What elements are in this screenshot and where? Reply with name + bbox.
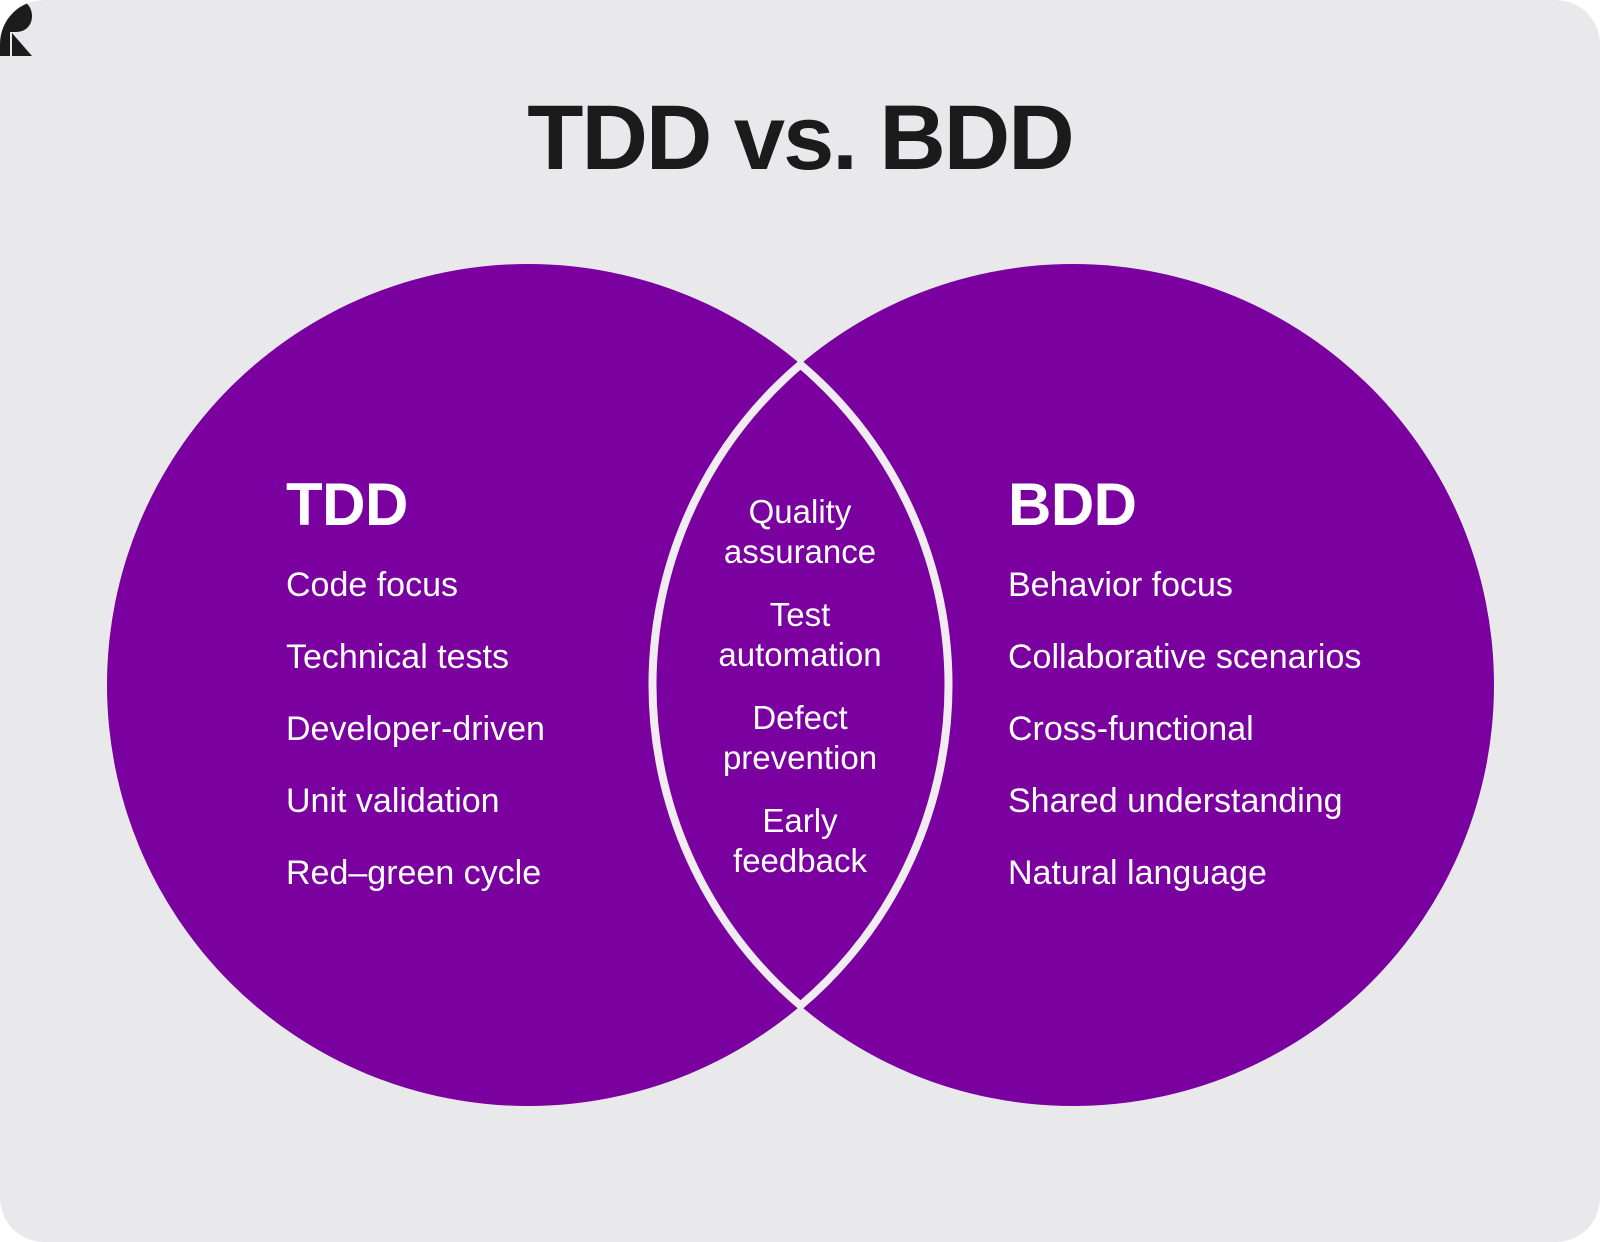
tdd-list: Code focus Technical tests Developer-dri… xyxy=(286,565,545,925)
list-item: Code focus xyxy=(286,566,458,604)
overlap-item-line: assurance xyxy=(723,533,877,570)
tdd-group: TDD Code focus Technical tests Developer… xyxy=(286,475,545,925)
list-item: Shared understanding xyxy=(1008,782,1343,820)
logo-leg xyxy=(12,33,32,56)
list-item: Cross-functional xyxy=(1008,710,1254,748)
overlap-item-line: Quality xyxy=(748,493,852,530)
overlap-item-line: automation xyxy=(718,636,882,673)
overlap-group: Quality assurance Test automation Defect… xyxy=(680,492,920,904)
overlap-item-defect-prevention: Defect prevention xyxy=(680,698,920,778)
list-item: Red–green cycle xyxy=(286,854,542,892)
bdd-circle xyxy=(652,264,1494,1106)
tdd-heading: TDD xyxy=(286,471,408,538)
bdd-group: BDD Behavior focus Collaborative scenari… xyxy=(1008,475,1361,925)
r-brand-logo-icon xyxy=(0,0,32,56)
bdd-list: Behavior focus Collaborative scenarios C… xyxy=(1008,565,1361,925)
overlap-item-line: feedback xyxy=(733,842,867,879)
list-item: Behavior focus xyxy=(1008,566,1233,604)
overlap-outline xyxy=(648,359,953,1011)
diagram-title: TDD vs. BDD xyxy=(527,87,1074,189)
list-item: Technical tests xyxy=(286,638,509,676)
overlap-item-line: Test xyxy=(769,596,831,633)
overlap-item-line: prevention xyxy=(722,739,878,776)
overlap-item-early-feedback: Early feedback xyxy=(680,801,920,881)
overlap-item-quality-assurance: Quality assurance xyxy=(680,492,920,572)
logo-bowl xyxy=(10,0,32,32)
list-item: Unit validation xyxy=(286,782,500,820)
bdd-heading: BDD xyxy=(1008,471,1137,538)
list-item: Developer-driven xyxy=(286,710,545,748)
overlap-item-test-automation: Test automation xyxy=(680,595,920,675)
logo-stem xyxy=(0,0,10,56)
overlap-item-line: Defect xyxy=(752,699,848,736)
list-item: Collaborative scenarios xyxy=(1008,638,1362,676)
list-item: Natural language xyxy=(1008,854,1267,892)
overlap-item-line: Early xyxy=(762,802,838,839)
